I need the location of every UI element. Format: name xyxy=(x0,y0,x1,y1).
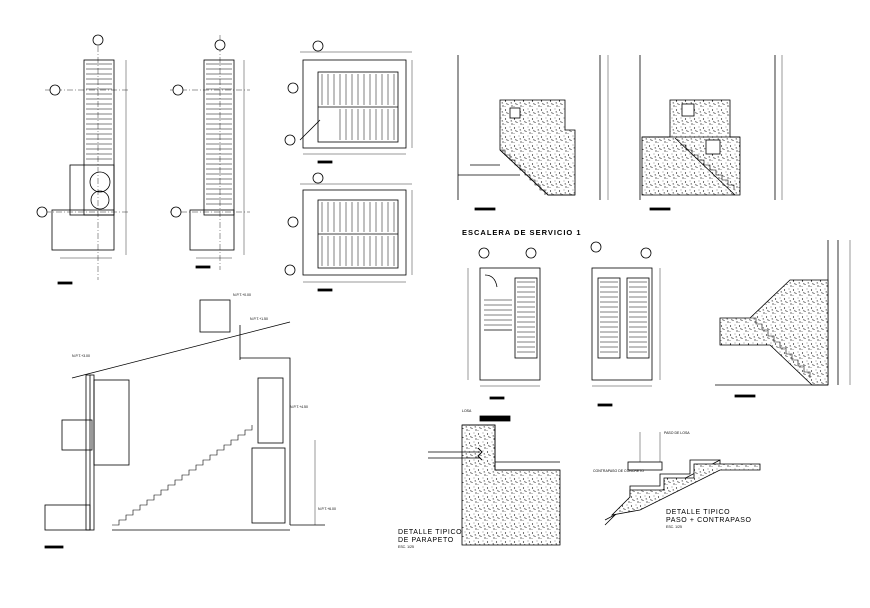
level-tag-3: N.P.T.+3.00 xyxy=(72,354,90,358)
level-tag-1: N.P.T.+0.00 xyxy=(233,293,251,297)
losa-tag: LOSA xyxy=(462,409,472,413)
step-detail-scale: ESC. 1/25 xyxy=(666,525,682,529)
stair-step-line xyxy=(500,149,546,195)
level-tag-2: N.P.T.+1.50 xyxy=(250,317,268,321)
service-stair-title: ESCALERA DE SERVICIO 1 xyxy=(462,228,582,237)
step-detail xyxy=(604,432,761,526)
parapet-detail-title-1: DETALLE TIPICO xyxy=(398,529,463,536)
level-tag-4: N.P.T.+4.50 xyxy=(290,405,308,409)
service-stair-plan-b xyxy=(590,241,661,407)
parapet-detail xyxy=(428,415,561,546)
step-detail-title-2: PASO + CONTRAPASO xyxy=(666,517,752,524)
stair-step-line xyxy=(680,144,735,190)
stair-step-line xyxy=(112,425,253,526)
parapet-detail-scale: ESC. 1/25 xyxy=(398,545,414,549)
paso-losa-tag: PASO DE LOSA xyxy=(664,431,690,435)
step-detail-title-1: DETALLE TIPICO xyxy=(666,509,731,516)
stair-plan-1 xyxy=(36,34,130,285)
stair-plan-2 xyxy=(170,35,250,270)
stair-elevation xyxy=(44,299,325,549)
level-tag-5: N.P.T.+6.00 xyxy=(318,507,336,511)
stair-section-2 xyxy=(639,55,783,211)
stair-plan-3 xyxy=(284,40,413,164)
service-stair-plan-a xyxy=(467,247,541,400)
stair-step-line xyxy=(750,317,811,378)
service-stair-section xyxy=(715,240,851,398)
contrapaso-tag: CONTRAPASO DE CONCRETO xyxy=(593,469,645,473)
parapet-detail-title-2: DE PARAPETO xyxy=(398,537,454,544)
stair-section-1 xyxy=(457,55,609,211)
stair-plan-4 xyxy=(284,172,413,292)
